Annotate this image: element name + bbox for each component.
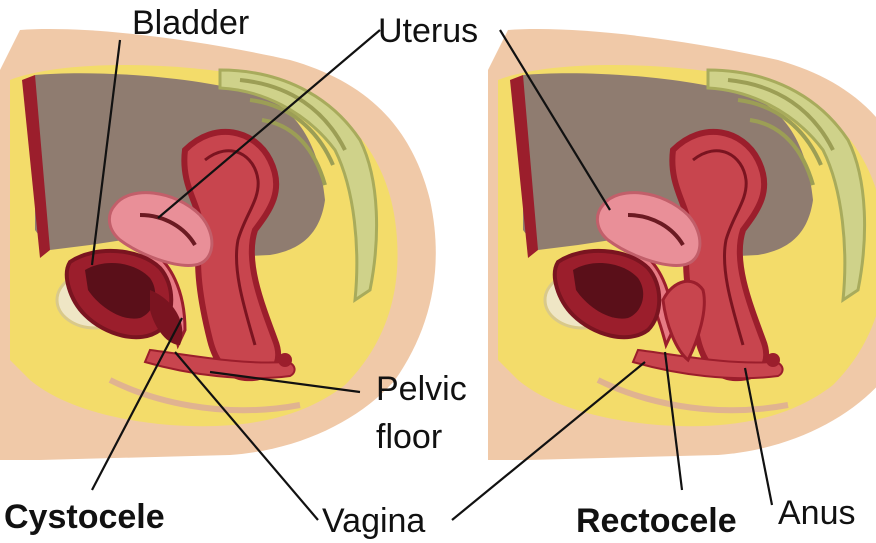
vagina-label: Vagina	[322, 504, 425, 538]
pelvic-floor-label-line2: floor	[376, 420, 442, 454]
anus-label: Anus	[778, 496, 856, 530]
cystocele-illustration	[0, 29, 436, 460]
pelvic-floor-label-line1: Pelvic	[376, 372, 467, 406]
cystocele-title: Cystocele	[4, 500, 165, 534]
uterus-label: Uterus	[378, 14, 478, 48]
rectocele-title: Rectocele	[576, 504, 737, 538]
rectocele-illustration	[488, 29, 876, 460]
bladder-label: Bladder	[132, 6, 249, 40]
